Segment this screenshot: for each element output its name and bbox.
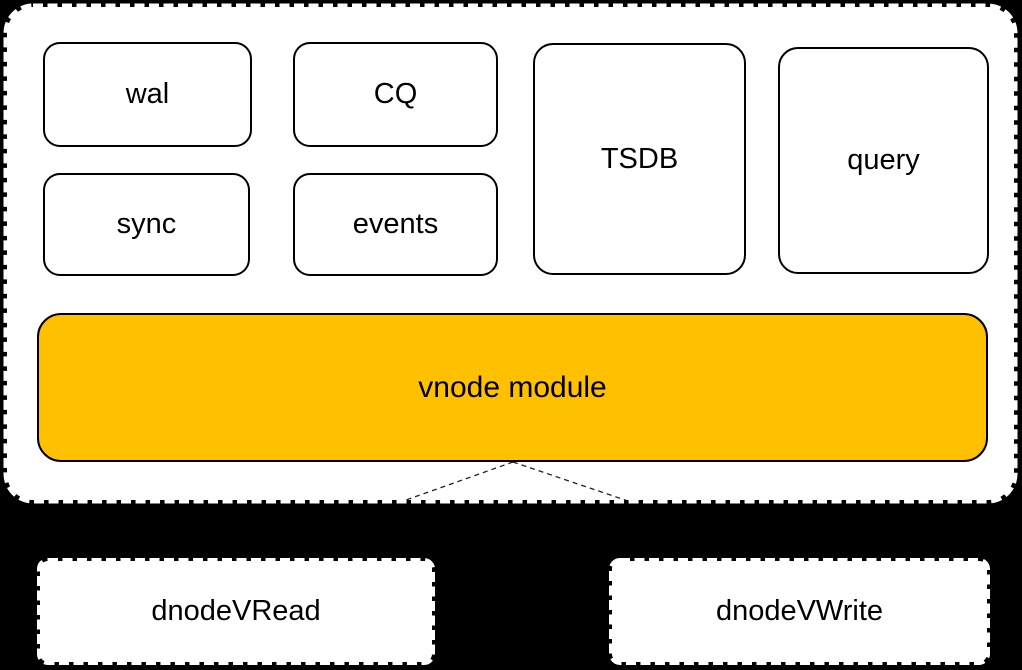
- module-box-sync: sync: [43, 173, 250, 276]
- module-label-events: events: [352, 208, 439, 240]
- dnode-vwrite-label: dnodeVWrite: [715, 595, 884, 627]
- dnode-vread-label: dnodeVRead: [151, 595, 321, 627]
- dnode-vwrite-box: dnodeVWrite: [609, 558, 990, 665]
- module-label-cq: CQ: [373, 78, 418, 110]
- module-box-events: events: [293, 173, 498, 276]
- vnode-module-box: vnode module: [37, 313, 988, 462]
- module-label-wal: wal: [125, 78, 170, 110]
- module-box-query: query: [778, 47, 989, 274]
- dnode-vread-box: dnodeVRead: [37, 558, 435, 665]
- module-box-cq: CQ: [293, 42, 498, 147]
- vnode-module-label: vnode module: [418, 370, 607, 404]
- module-box-tsdb: TSDB: [533, 43, 746, 275]
- dnode-vwrite-shape: [609, 558, 990, 665]
- module-label-sync: sync: [116, 208, 177, 240]
- module-label-tsdb: TSDB: [600, 142, 679, 175]
- module-label-query: query: [847, 144, 920, 176]
- connector-vnode-to-dnodevread: [236, 461, 514, 500]
- dnode-vread-shape: [37, 558, 435, 665]
- module-box-wal: wal: [43, 42, 252, 147]
